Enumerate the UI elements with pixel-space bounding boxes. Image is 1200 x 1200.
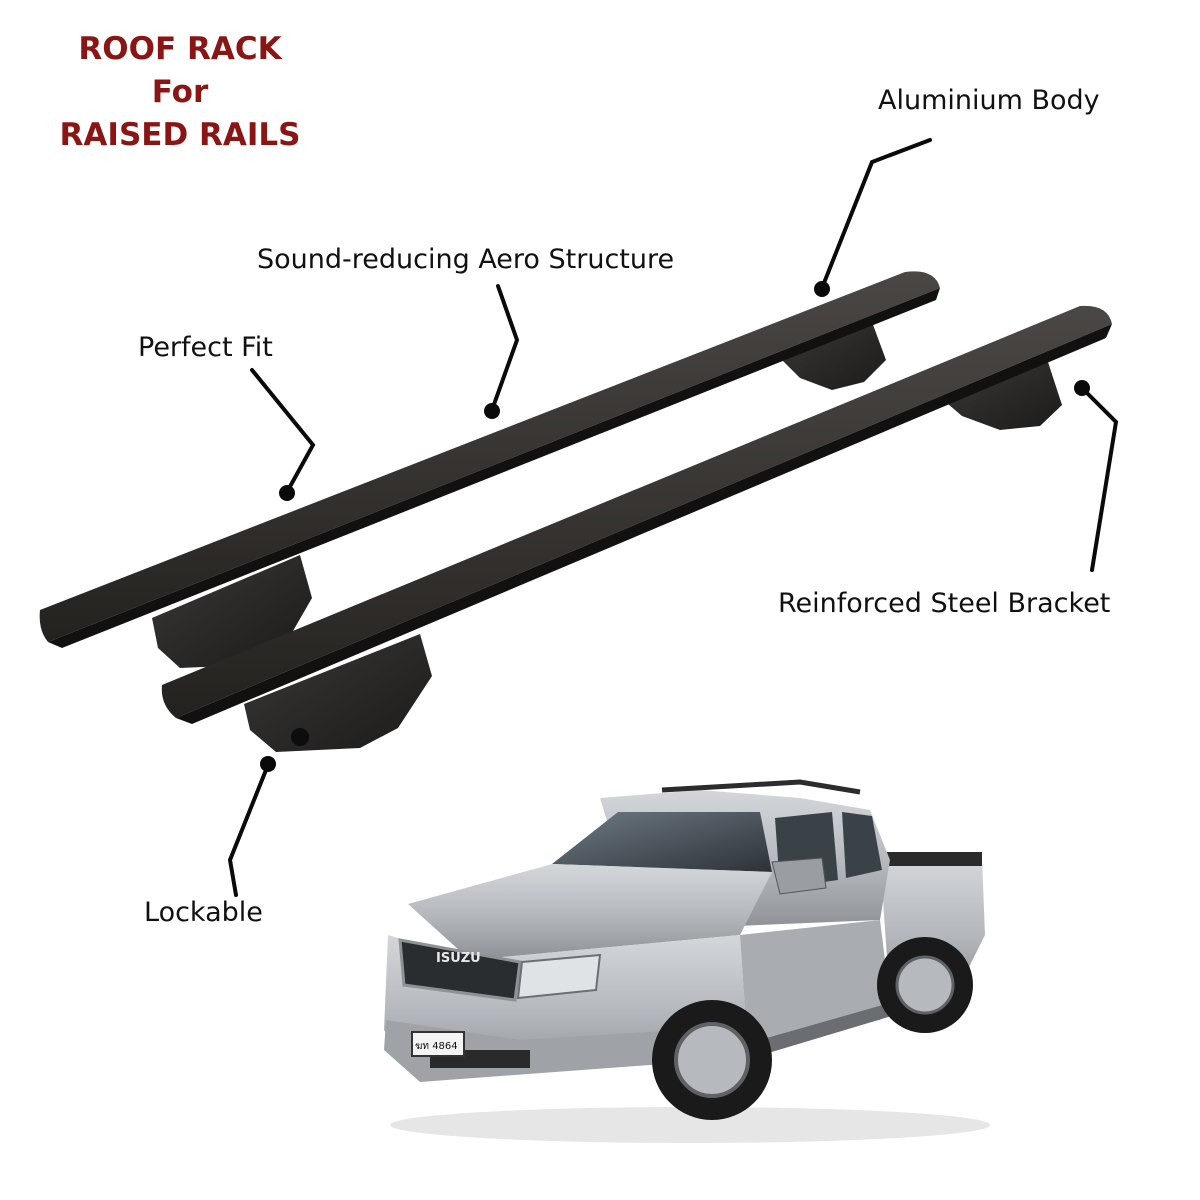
truck-windshield [552,812,772,872]
truck-side [740,920,890,1040]
leader-lockable [227,763,270,897]
page-title: ROOF RACK For RAISED RAILS [40,28,320,157]
truck-headlight [516,953,602,1000]
truck-side-step [760,1000,905,1054]
truck-shadow [390,1107,990,1143]
bar-back-underside [48,288,940,648]
feature-label-steel-bracket: Reinforced Steel Bracket [778,588,1111,619]
feature-label-aero-structure: Sound-reducing Aero Structure [257,244,675,275]
truck-license-plate [411,1031,465,1057]
bracket-front-right [948,362,1062,430]
callout-dots [260,281,1090,772]
feature-label-lockable: Lockable [144,897,263,928]
truck-plate-text: ฆท 4864 [415,1041,458,1052]
leader-perfect-fit [250,368,316,494]
callout-leaders [227,138,1119,897]
truck-side-window-rear [842,812,882,878]
bar-back-body [39,271,940,642]
truck-mirror [771,857,827,895]
pickup-truck [384,779,990,1143]
bar-front-body [161,305,1112,718]
title-line-1: ROOF RACK [78,31,282,67]
truck-bed-cover [880,852,982,866]
leader-aero-structure [490,284,520,412]
leader-steel-bracket [1080,386,1119,572]
dot-perfect-fit [279,485,295,501]
feature-label-aluminium-body: Aluminium Body [878,85,1100,116]
title-line-3: RAISED RAILS [59,117,301,153]
truck-badge-text: ISUZU [436,951,481,966]
feature-label-perfect-fit: Perfect Fit [138,332,273,363]
leader-aluminium-body [820,138,932,290]
truck-rim-front [674,1022,750,1098]
truck-rim-rear [895,955,955,1015]
dot-steel-bracket [1074,380,1090,396]
dot-aero-structure [484,403,500,419]
truck-grille [398,938,522,1002]
truck-hood [408,864,772,960]
bar-front-underside [176,324,1112,724]
roof-bar-front [161,305,1112,752]
title-line-2: For [151,74,209,110]
bracket-back-right [782,322,886,390]
bracket-front-left [244,634,432,752]
dot-aluminium-body [814,281,830,297]
dot-lockable [260,756,276,772]
lock-cylinder [291,728,309,746]
truck-roof-rail [661,779,861,795]
